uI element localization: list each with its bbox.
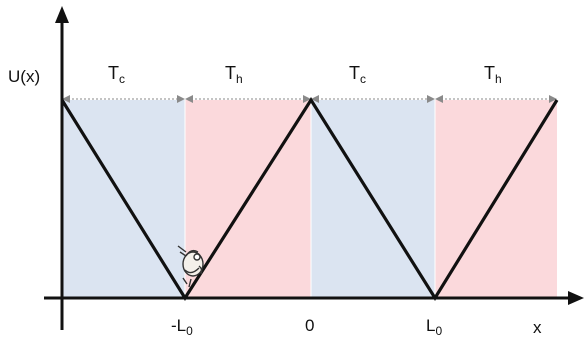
x-axis-arrowhead (568, 291, 584, 305)
region-label-1: Tc (108, 63, 125, 86)
region-label-4: Th (484, 63, 502, 86)
tick-label-zero: 0 (305, 316, 314, 335)
region-label-3: Tc (349, 63, 366, 86)
y-axis-arrowhead (55, 6, 69, 23)
motor-particle-icon (177, 245, 204, 288)
region-label-2: Th (225, 63, 243, 86)
potential-curve (60, 97, 559, 302)
tick-label-neg-L0: -L0 (171, 316, 193, 338)
y-axis-label: U(x) (8, 67, 40, 86)
tick-label-L0: L0 (426, 316, 442, 338)
x-axis-label: x (533, 318, 542, 337)
